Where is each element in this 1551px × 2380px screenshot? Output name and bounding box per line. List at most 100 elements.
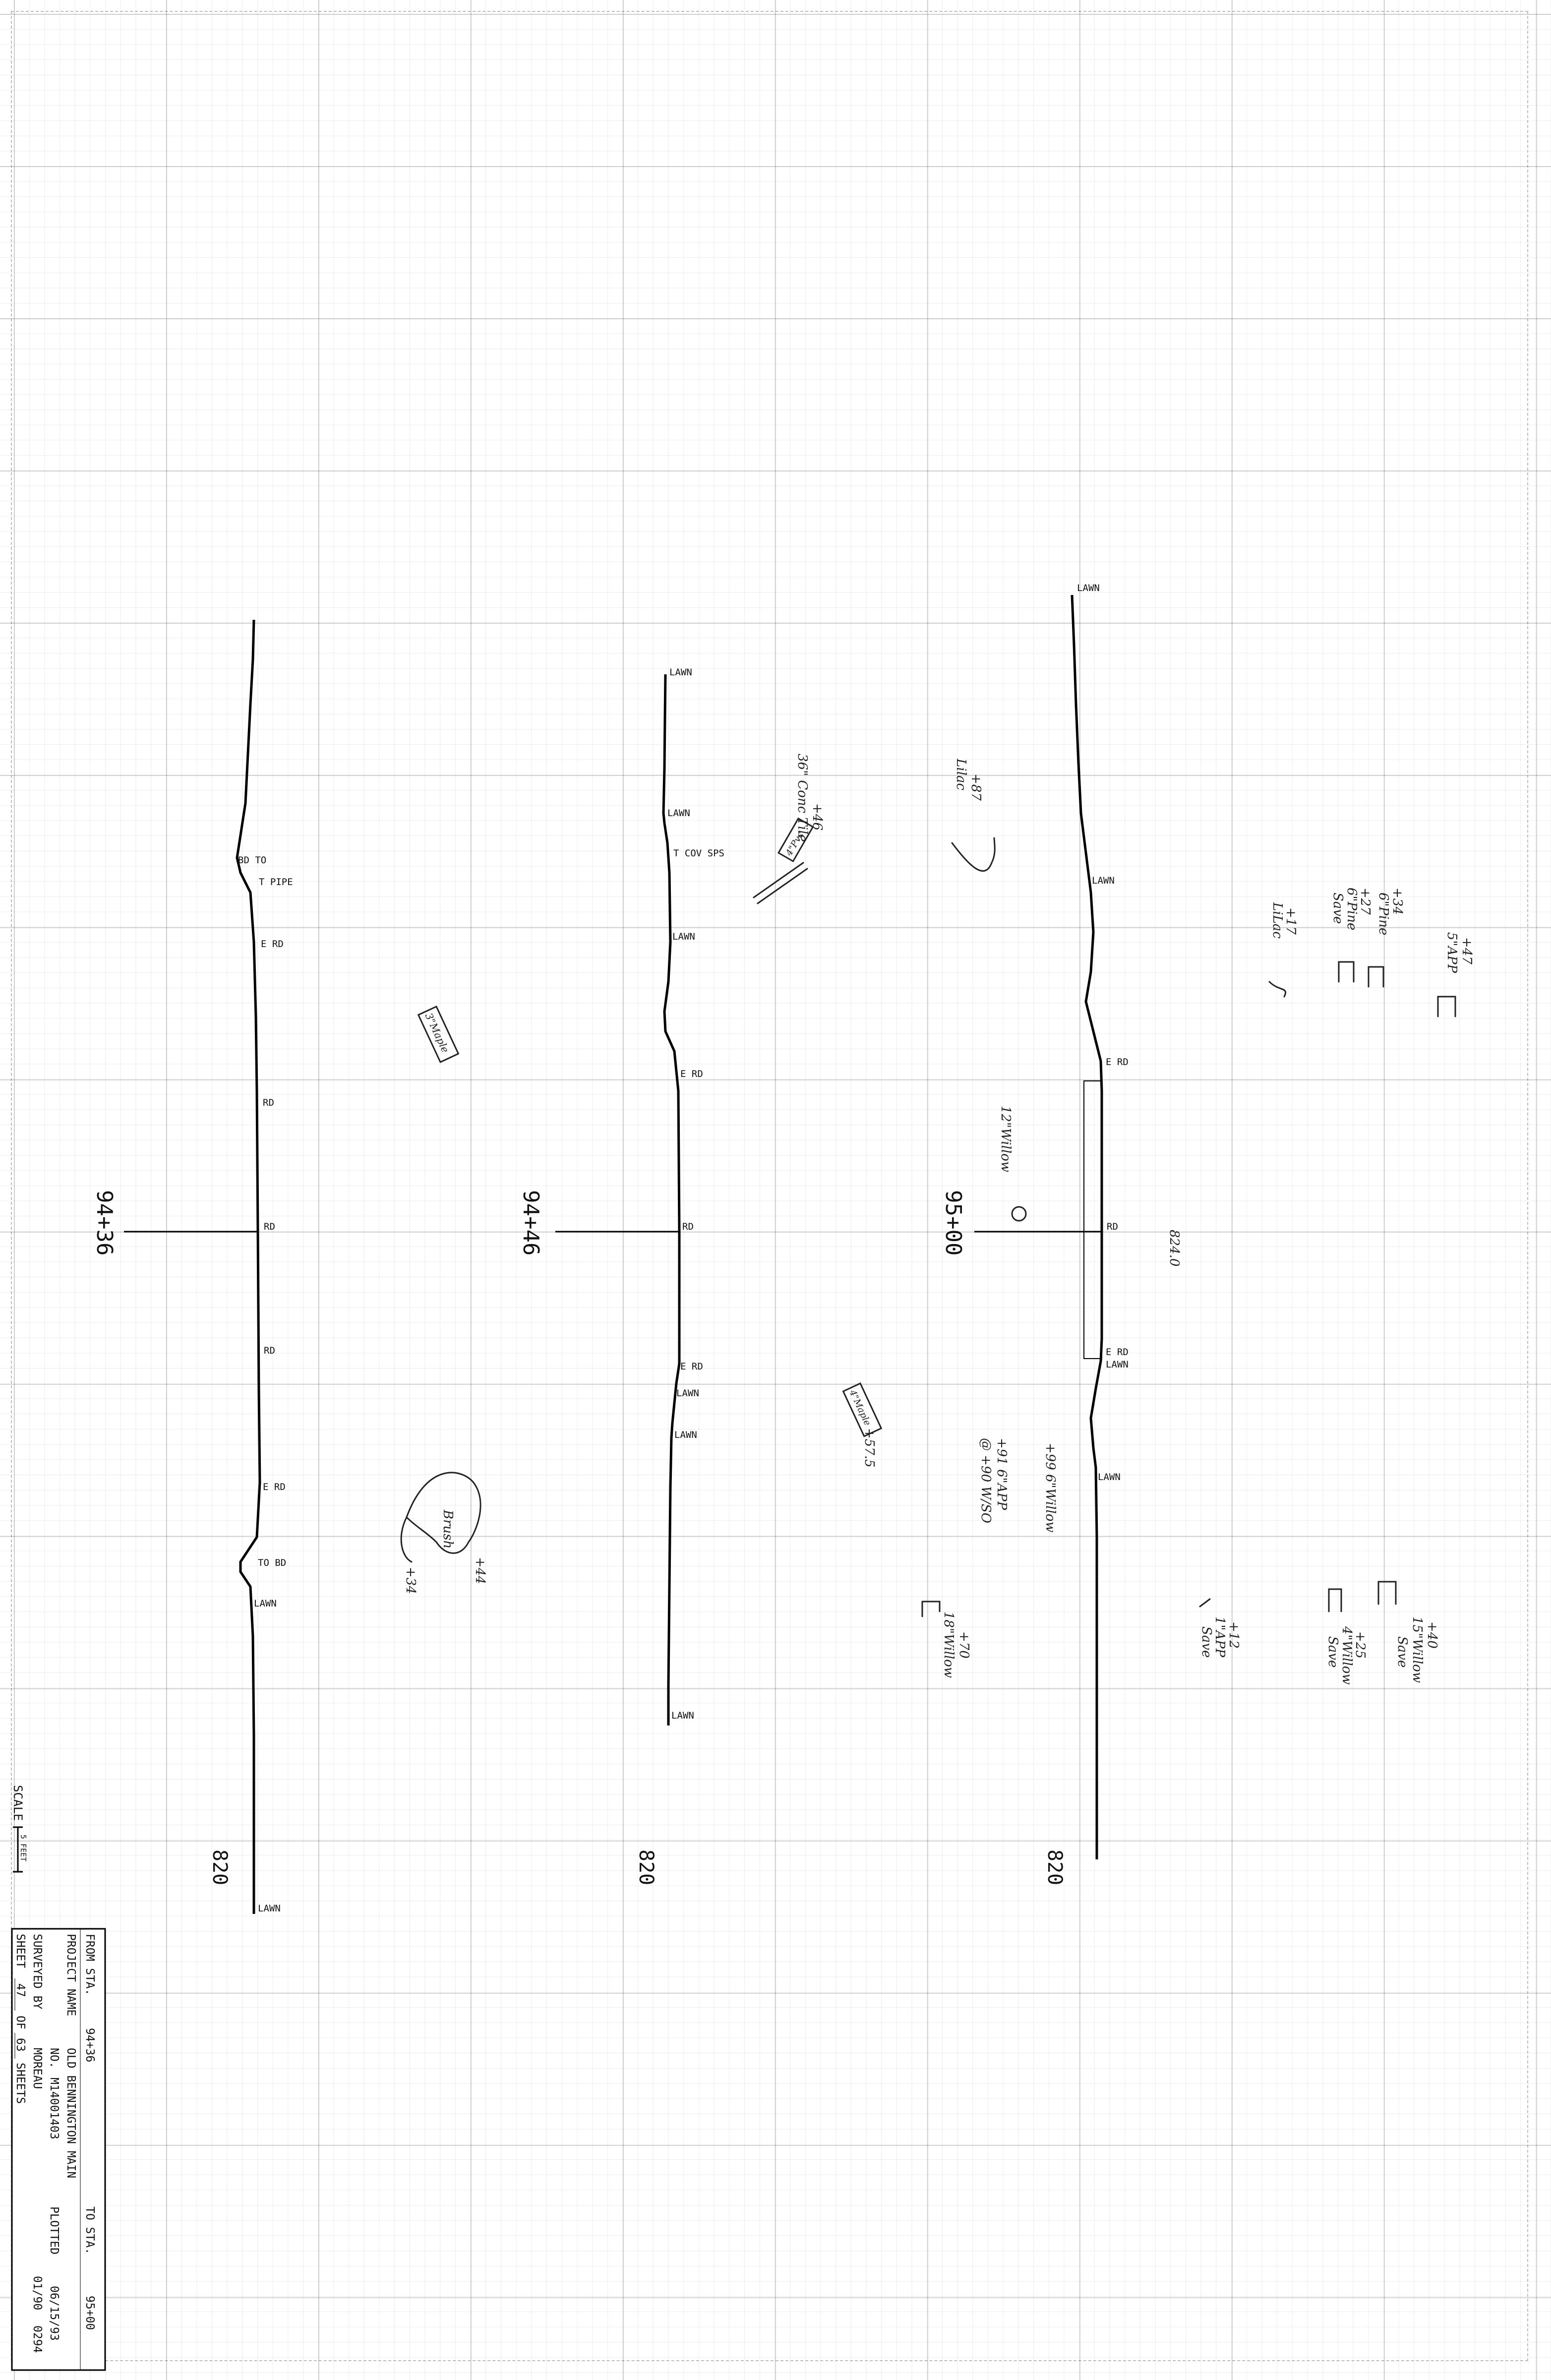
section-94-36: BD TO T PIPE E RD RD RD RD E RD TO BD LA… (92, 619, 487, 1914)
project-no-value: M14001403 (48, 2078, 60, 2140)
survey-code: 0294 (31, 2325, 44, 2353)
tree-symbol (921, 1601, 941, 1617)
ground-profile-94-46 (662, 674, 681, 1726)
note-15-willow: 15"Willow (1410, 1616, 1425, 1683)
tree-symbol (1328, 1588, 1342, 1612)
note-plus-70: +70 (956, 1631, 971, 1659)
label-lawn: LAWN (674, 1429, 697, 1440)
brush-outline (406, 1472, 481, 1554)
note-save: Save (1325, 1636, 1340, 1667)
label-e-rd: E RD (261, 939, 284, 950)
ground-profile-95-00 (1071, 595, 1103, 1859)
sheet-total: 63 (14, 2038, 27, 2052)
note-brush: Brush (440, 1509, 455, 1548)
surveyed-by-value: MOREAU (31, 2048, 44, 2089)
label-e-rd: E RD (263, 1482, 286, 1492)
label-e-rd: E RD (680, 1361, 703, 1372)
tile-leader (753, 862, 804, 898)
note-plus-90: @ +90 W/SO (978, 1438, 993, 1523)
note-plus-27: +27 (1358, 888, 1372, 915)
note-plus-44: +44 (473, 1557, 487, 1584)
survey-date: 01/90 (31, 2276, 44, 2310)
from-station-value: 94+36 (83, 2028, 96, 2062)
label-rd: RD (264, 1345, 275, 1356)
title-block-border (11, 1928, 106, 2371)
scale-label: SCALE (11, 1785, 25, 1821)
note-save: Save (1199, 1626, 1214, 1658)
note-18-willow: 18"Willow (941, 1611, 956, 1678)
elevation-label-820: 820 (635, 1849, 657, 1885)
label-lawn: LAWN (1098, 1472, 1121, 1483)
plotted-value: 06/15/93 (48, 2286, 60, 2341)
tree-symbol (1437, 996, 1456, 1017)
to-station-value: 95+00 (83, 2296, 96, 2330)
note-plus-34: +34 (1390, 888, 1405, 915)
lilac-symbol (951, 837, 996, 872)
note-save: Save (1395, 1636, 1410, 1667)
note-plus-91: +91 6"APP (994, 1438, 1009, 1510)
label-lawn: LAWN (671, 1710, 694, 1721)
note-824: 824.0 (1167, 1230, 1182, 1266)
label-lawn: LAWN (676, 1388, 699, 1399)
tree-symbol (1199, 1598, 1211, 1607)
note-1-app: 1"APP (1212, 1616, 1227, 1658)
label-lawn: LAWN (1106, 1359, 1129, 1370)
note-conc-tile: 36" Conc Tile (795, 754, 810, 842)
tree-symbol (1011, 1206, 1027, 1222)
label-e-rd: E RD (1106, 1057, 1129, 1068)
note-plus-12: +12 (1226, 1621, 1241, 1649)
label-e-rd: E RD (1106, 1347, 1129, 1358)
label-lawn: LAWN (1077, 583, 1100, 594)
from-station-label: FROM STA. (83, 1934, 96, 1996)
tree-symbol (1368, 966, 1384, 988)
label-bd-to: BD TO (238, 855, 266, 866)
label-rd-centerline: RD (682, 1221, 694, 1232)
lilac-symbol (1268, 981, 1287, 998)
note-plus-47: +47 (1459, 937, 1474, 964)
note-plus-87: +87 (968, 774, 983, 801)
elevation-label-820: 820 (208, 1849, 231, 1885)
note-4-willow: 4"Willow (1339, 1626, 1354, 1685)
note-plus-99: +99 6"Willow (1043, 1443, 1058, 1533)
note-12-willow: 12"Willow (998, 1106, 1013, 1172)
surveyed-by-label: SURVEYED BY (31, 1934, 44, 2009)
note-5-app: 5"APP (1444, 932, 1459, 973)
note-plus-17: +17 (1283, 907, 1298, 935)
project-name-label: PROJECT NAME (64, 1934, 77, 2016)
note-plus-40: +40 (1425, 1621, 1439, 1649)
brush-leader (400, 1516, 413, 1563)
label-lawn: LAWN (669, 667, 692, 678)
title-block: FROM STA. 94+36 TO STA. 95+00 PROJECT NA… (11, 1928, 106, 2371)
label-t-cov-sps: T COV SPS (673, 848, 724, 859)
label-rd-centerline: RD (264, 1221, 275, 1232)
label-lawn: LAWN (672, 931, 695, 942)
plotted-label: PLOTTED (48, 2206, 60, 2255)
note-lilac: LiLac (1270, 902, 1285, 939)
section-94-46: LAWN LAWN T COV SPS LAWN E RD RD E RD LA… (518, 667, 996, 1885)
road-structure-outline (1083, 1080, 1102, 1359)
elevation-label-820: 820 (1043, 1849, 1066, 1885)
note-6-pine: 6"Pine (1344, 888, 1359, 930)
project-no-label: NO. (48, 2048, 60, 2069)
sheet-number: 47 (14, 1983, 27, 1997)
scale-bar: SCALE 5 FEET (11, 1785, 28, 1873)
label-lawn: LAWN (667, 808, 690, 819)
station-label-94-36: 94+36 (92, 1190, 117, 1255)
tile-leader (757, 868, 808, 904)
note-plus-25: +25 (1353, 1631, 1368, 1659)
label-t-pipe: T PIPE (259, 877, 293, 888)
boxed-tree-note: 3"Maple (417, 1006, 460, 1064)
sheets-label: SHEETS (14, 2063, 27, 2104)
label-to-bd: TO BD (258, 1557, 286, 1568)
station-label-95-00: 95+00 (941, 1190, 966, 1255)
project-name-value: OLD BENNINGTON MAIN (64, 2048, 77, 2178)
note-plus-34: +34 (403, 1567, 418, 1594)
label-rd: RD (263, 1097, 274, 1108)
sheet-border (11, 11, 1528, 2361)
label-lawn: LAWN (1092, 875, 1115, 886)
note-plus-57-5: +57.5 (862, 1428, 877, 1468)
to-station-label: TO STA. (83, 2206, 96, 2255)
tree-symbol (1338, 961, 1355, 983)
note-save: Save (1330, 892, 1345, 924)
